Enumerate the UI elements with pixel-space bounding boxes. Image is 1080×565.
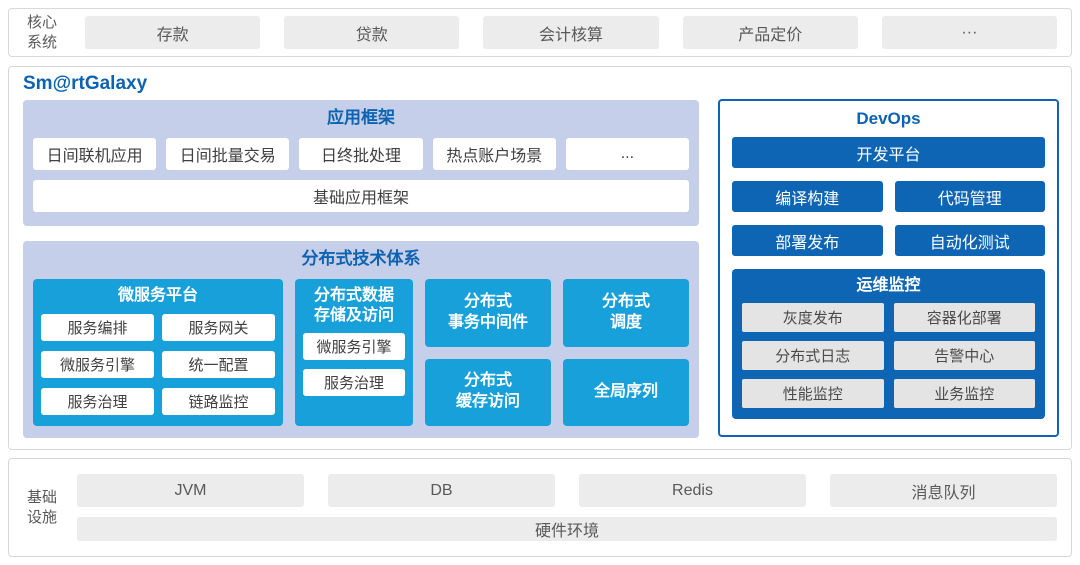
core-system-loan: 贷款 bbox=[284, 16, 460, 49]
block-text-line: 调度 bbox=[609, 313, 642, 331]
block-text-line: 分布式 bbox=[601, 292, 650, 310]
data-storage-title-line2: 存储及访问 bbox=[313, 307, 394, 324]
core-system-pricing: 产品定价 bbox=[682, 16, 858, 49]
block-text-line: 事务中间件 bbox=[447, 313, 528, 331]
data-storage-title-line1: 分布式数据 bbox=[313, 287, 394, 304]
ops-alert-center: 告警中心 bbox=[893, 341, 1035, 370]
dev-platform: 开发平台 bbox=[732, 137, 1045, 168]
core-systems-label-line2: 系统 bbox=[26, 33, 57, 51]
devops-title: DevOps bbox=[856, 109, 921, 128]
app-more: ... bbox=[565, 138, 690, 170]
ops-gray-release: 灰度发布 bbox=[742, 303, 884, 332]
core-system-more: ··· bbox=[881, 16, 1058, 49]
app-framework-panel: 应用框架 日间联机应用 日间批量交易 日终批处理 热点账户场景 ... 基础应用… bbox=[23, 100, 699, 226]
smartgalaxy-title: Sm@rtGalaxy bbox=[23, 73, 148, 94]
smartgalaxy-container: Sm@rtGalaxy 应用框架 日间联机应用 日间批量交易 日终批处理 热点账… bbox=[8, 66, 1072, 450]
distributed-cache-access: 分布式 缓存访问 bbox=[425, 358, 551, 426]
ms-microservice-engine: 微服务引擎 bbox=[41, 350, 154, 378]
core-systems-bar: 核心 系统 存款 贷款 会计核算 产品定价 ··· bbox=[8, 8, 1072, 57]
devops-tools-grid: 编译构建 代码管理 部署发布 自动化测试 bbox=[732, 181, 1045, 256]
core-system-deposit: 存款 bbox=[85, 16, 261, 49]
ms-unified-config: 统一配置 bbox=[162, 350, 275, 378]
distributed-columns: 微服务平台 服务编排 服务网关 微服务引擎 统一配置 服务治理 链路监控 分布式… bbox=[33, 279, 689, 426]
infrastructure-bar: 基础 设施 JVM DB Redis 消息队列 硬件环境 bbox=[8, 458, 1072, 557]
ops-monitoring-panel: 运维监控 灰度发布 容器化部署 分布式日志 告警中心 性能监控 业务监控 bbox=[732, 269, 1045, 419]
infra-db: DB bbox=[328, 474, 555, 507]
data-storage-panel: 分布式数据 存储及访问 微服务引擎 服务治理 bbox=[295, 279, 413, 426]
distributed-tech-title: 分布式技术体系 bbox=[301, 249, 421, 268]
ds-microservice-engine: 微服务引擎 bbox=[303, 333, 405, 360]
infra-hardware-environment: 硬件环境 bbox=[77, 517, 1057, 541]
core-systems-label: 核心 系统 bbox=[23, 13, 61, 52]
distributed-tech-panel: 分布式技术体系 微服务平台 服务编排 服务网关 微服务引擎 统一配置 服务治理 … bbox=[23, 241, 699, 438]
infrastructure-main: JVM DB Redis 消息队列 硬件环境 bbox=[77, 474, 1057, 541]
core-systems-label-line1: 核心 bbox=[26, 14, 57, 31]
app-eod-batch: 日终批处理 bbox=[299, 138, 423, 170]
ms-trace-monitoring: 链路监控 bbox=[162, 388, 275, 416]
base-app-framework: 基础应用框架 bbox=[33, 180, 689, 212]
distributed-scheduling: 分布式 调度 bbox=[563, 279, 689, 347]
ops-business-monitoring: 业务监控 bbox=[893, 379, 1035, 408]
block-text-line: 缓存访问 bbox=[455, 393, 520, 411]
global-sequence: 全局序列 bbox=[563, 358, 689, 426]
distributed-transaction-middleware: 分布式 事务中间件 bbox=[425, 279, 551, 347]
app-daytime-batch: 日间批量交易 bbox=[166, 138, 290, 170]
data-storage-title: 分布式数据 存储及访问 bbox=[303, 286, 405, 326]
ms-service-gateway: 服务网关 bbox=[162, 313, 275, 341]
ms-service-governance: 服务治理 bbox=[41, 388, 154, 416]
tool-compile-build: 编译构建 bbox=[732, 181, 883, 212]
app-framework-row: 日间联机应用 日间批量交易 日终批处理 热点账户场景 ... bbox=[33, 138, 690, 170]
ms-service-orchestration: 服务编排 bbox=[41, 313, 154, 341]
app-framework-title: 应用框架 bbox=[327, 108, 395, 127]
microservice-platform-title: 微服务平台 bbox=[117, 287, 198, 304]
ops-performance-monitoring: 性能监控 bbox=[742, 379, 884, 408]
ops-container-deployment: 容器化部署 bbox=[893, 303, 1035, 332]
ds-service-governance: 服务治理 bbox=[303, 369, 405, 396]
infrastructure-label: 基础 设施 bbox=[23, 488, 61, 527]
core-system-accounting: 会计核算 bbox=[483, 16, 659, 49]
tool-deploy-release: 部署发布 bbox=[732, 225, 883, 256]
tool-code-management: 代码管理 bbox=[894, 181, 1045, 212]
infra-message-queue: 消息队列 bbox=[830, 474, 1057, 507]
distributed-block-column-2: 分布式 调度 全局序列 bbox=[563, 279, 689, 426]
app-daytime-online: 日间联机应用 bbox=[33, 138, 157, 170]
ops-monitoring-title: 运维监控 bbox=[856, 277, 921, 294]
infra-redis: Redis bbox=[579, 474, 806, 507]
data-storage-items: 微服务引擎 服务治理 bbox=[303, 333, 405, 396]
tool-automated-testing: 自动化测试 bbox=[894, 225, 1045, 256]
ops-distributed-logging: 分布式日志 bbox=[742, 341, 884, 370]
microservice-grid: 服务编排 服务网关 微服务引擎 统一配置 服务治理 链路监控 bbox=[41, 313, 275, 416]
distributed-block-column-1: 分布式 事务中间件 分布式 缓存访问 bbox=[425, 279, 551, 426]
app-hot-account: 热点账户场景 bbox=[432, 138, 556, 170]
microservice-platform-panel: 微服务平台 服务编排 服务网关 微服务引擎 统一配置 服务治理 链路监控 bbox=[33, 279, 283, 426]
infrastructure-label-line2: 设施 bbox=[26, 508, 57, 526]
block-text-line: 分布式 bbox=[463, 292, 512, 310]
devops-panel: DevOps 开发平台 编译构建 代码管理 部署发布 自动化测试 运维监控 灰度… bbox=[718, 99, 1059, 437]
block-text-line: 分布式 bbox=[463, 372, 512, 390]
infra-jvm: JVM bbox=[77, 474, 304, 507]
ops-monitoring-grid: 灰度发布 容器化部署 分布式日志 告警中心 性能监控 业务监控 bbox=[742, 303, 1035, 408]
infrastructure-row: JVM DB Redis 消息队列 bbox=[77, 474, 1057, 507]
infrastructure-label-line1: 基础 bbox=[26, 489, 57, 506]
block-text-line: 全局序列 bbox=[593, 382, 658, 400]
